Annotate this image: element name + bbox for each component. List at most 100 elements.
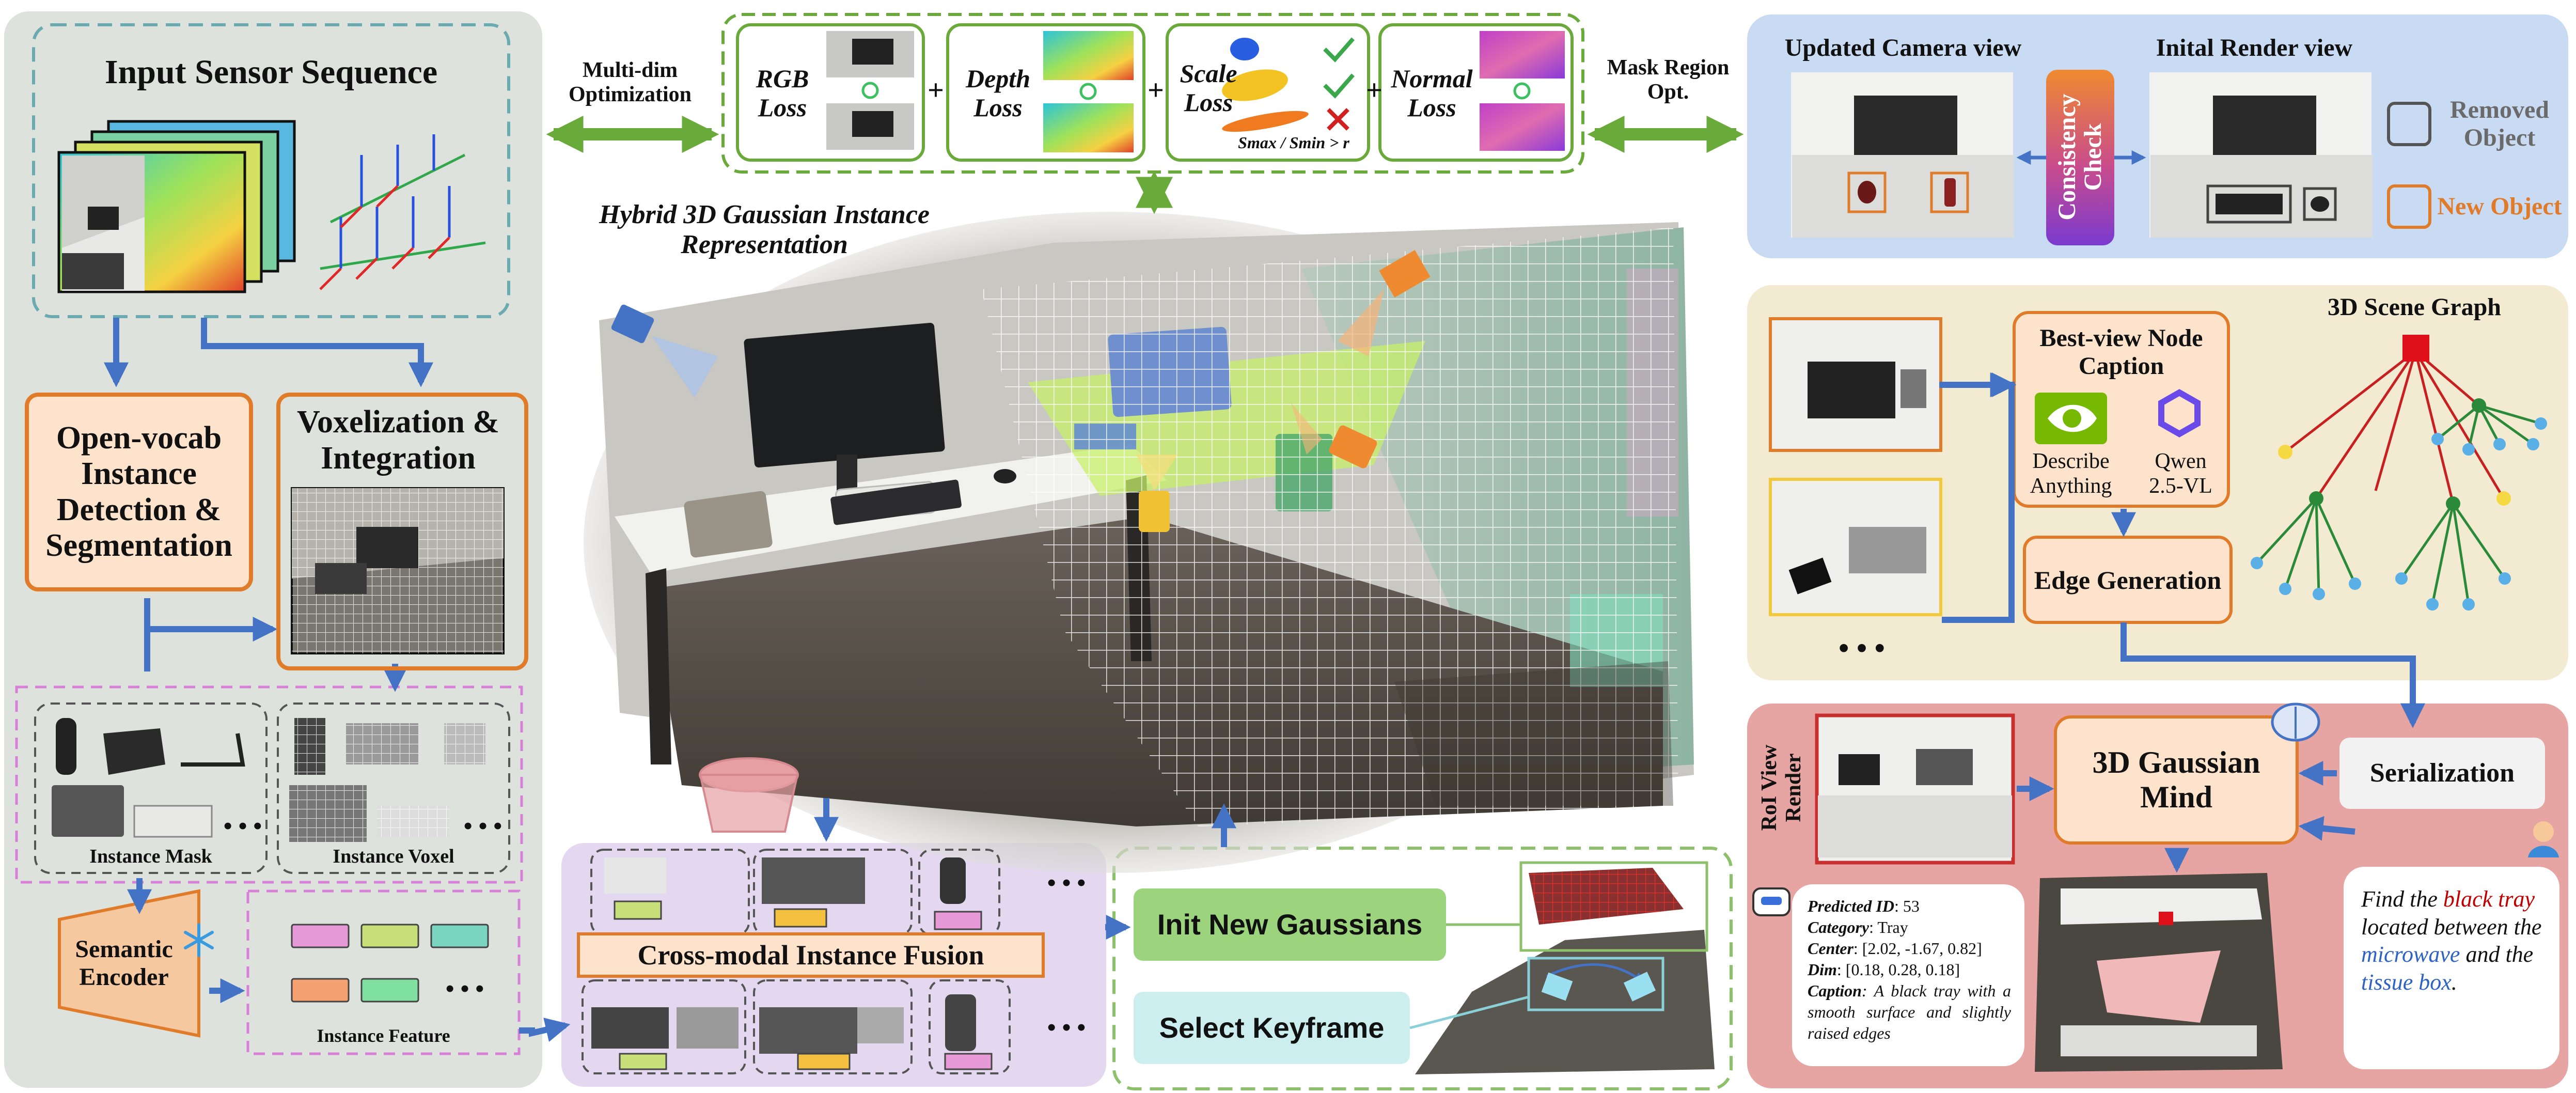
initial-render-image (2149, 72, 2373, 238)
new-object-label: New Object (2437, 193, 2562, 221)
scale-loss-label: Scale Loss (1180, 59, 1237, 117)
normal-loss-label: Normal Loss (1391, 64, 1473, 122)
scene-image-2 (1769, 478, 1942, 616)
camera-orange-icon (1338, 250, 1431, 356)
scale-formula: Smax / Smin > r (1238, 133, 1349, 152)
brain-icon (2271, 702, 2320, 742)
fusion-label-box (577, 932, 1045, 978)
updated-camera-label: Updated Camera view (1784, 34, 2022, 61)
snowflake-icon (184, 923, 214, 957)
check-icon (1323, 37, 1355, 63)
scene-image-1 (1769, 317, 1942, 452)
detection-box: Open-vocab Instance Detection & Segmenta… (25, 393, 253, 591)
normal-loss-images (1480, 31, 1565, 151)
rgb-loss-label: RGB Loss (756, 64, 809, 122)
best-view-label: Best-view Node Caption (2039, 324, 2203, 380)
blue-flow-arrows (104, 318, 2425, 1042)
consistency-check-label: Consistency Check (2053, 93, 2107, 221)
hybrid-title: Hybrid 3D Gaussian Instance Representati… (599, 199, 930, 259)
removed-object-label: Removed Object (2450, 96, 2549, 151)
scale-loss-ellipsoids (1222, 37, 1355, 132)
plus-3: + (1366, 74, 1383, 106)
gaussian-mind-box (2054, 715, 2299, 845)
mask-region-label: Mask Region Opt. (1607, 55, 1730, 104)
fusion-label: Cross-modal Instance Fusion (637, 939, 984, 971)
voxelization-label: Voxelization & Integration (296, 404, 500, 476)
init-gaussians-box (1134, 888, 1446, 961)
semantic-encoder-label: Semantic Encoder (75, 935, 173, 991)
instance-feature-cuboids (291, 924, 489, 1003)
instance-mask-thumbnails (52, 718, 245, 838)
voxel-integration-image (291, 487, 505, 654)
instance-voxel-thumbnails (289, 718, 485, 842)
new-object-swatch (2387, 184, 2431, 229)
depth-loss-label: Depth Loss (966, 64, 1030, 122)
center-key: Center (1808, 939, 1854, 958)
consistency-check-box (2046, 70, 2114, 245)
query-text-1: Find the (2361, 886, 2443, 912)
depth-loss-images (1043, 31, 1134, 152)
input-sensor-title: Input Sensor Sequence (104, 53, 438, 91)
voxelization-box (276, 393, 528, 670)
initial-render-label: Inital Render view (2156, 34, 2353, 61)
serialization-label: Serialization (2369, 758, 2515, 788)
fusion-ellipsis-1: • • • (1047, 869, 1086, 897)
plus-2: + (1148, 74, 1164, 106)
roi-render-label: RoI View Render (1757, 744, 1805, 831)
keyframe-point-cloud (1409, 861, 1715, 1074)
plus-1: + (928, 74, 944, 106)
removed-object-swatch (2387, 102, 2431, 146)
dim-key: Dim (1808, 960, 1837, 979)
query-text-3: and the (2460, 942, 2534, 967)
instance-voxel-frame (277, 702, 510, 874)
camera-pose-trajectory (319, 134, 486, 290)
fusion-ellipsis-2: • • • (1047, 1014, 1086, 1042)
instance-feature-frame (246, 889, 521, 1055)
scene-ellipsis: • • • (1839, 631, 1885, 665)
roi-render-image (1815, 713, 2015, 865)
qwen-label: Qwen 2.5-VL (2149, 449, 2212, 498)
edge-generation-label: Edge Generation (2034, 565, 2222, 595)
instance-mask-frame (34, 702, 268, 874)
semantic-encoder-shape (58, 889, 200, 1038)
instance-feature-label: Instance Feature (317, 1025, 450, 1046)
fusion-instance-objects (591, 857, 993, 1070)
category-key: Category (1808, 917, 1870, 936)
multi-dim-label: Multi-dim Optimization (569, 58, 692, 106)
user-icon (2528, 821, 2559, 857)
serialization-box (2339, 738, 2545, 809)
select-keyframe-box (1134, 992, 1410, 1064)
query-bubble: Find the black tray located between the … (2344, 867, 2559, 1069)
scene-graph-title: 3D Scene Graph (2328, 293, 2501, 321)
result-point-cloud (2035, 873, 2283, 1072)
query-black-tray: black tray (2443, 886, 2535, 912)
instance-voxel-label: Instance Voxel (333, 845, 454, 867)
feature-ellipsis: • • • (445, 975, 484, 1003)
nvidia-icon (2035, 393, 2107, 444)
rgb-loss-images (826, 31, 914, 150)
rgbd-frame-stack (57, 120, 296, 293)
describe-anything-label: Describe Anything (2030, 449, 2112, 498)
cross-icon (1327, 108, 1349, 131)
camera-yellow-icon (1136, 455, 1177, 532)
query-tissue-box: tissue box (2361, 970, 2452, 995)
gaussian-mind-label: 3D Gaussian Mind (2092, 745, 2260, 814)
query-text-2: located between the (2361, 914, 2542, 940)
select-keyframe-label: Select Keyframe (1159, 1011, 1385, 1044)
query-microwave: microwave (2361, 942, 2460, 967)
instance-outer-frame (15, 685, 523, 884)
query-text-4: . (2451, 970, 2457, 995)
predicted-id-value: : 53 (1894, 897, 1920, 915)
camera-blue-icon (611, 304, 718, 398)
camera-orange-icon-2 (1291, 403, 1377, 469)
init-gaussians-label: Init New Gaussians (1157, 908, 1423, 941)
scene-graph-tree (2251, 335, 2547, 611)
hybrid-gaussian-scene (584, 212, 1694, 873)
sensor-sequence-frame (32, 23, 510, 318)
dim-value: : [0.18, 0.28, 0.18] (1836, 960, 1960, 979)
instance-mask-label: Instance Mask (89, 845, 212, 867)
updated-camera-image (1791, 72, 2014, 238)
qwen-icon (2158, 389, 2201, 438)
check-icon-2 (1323, 73, 1355, 99)
